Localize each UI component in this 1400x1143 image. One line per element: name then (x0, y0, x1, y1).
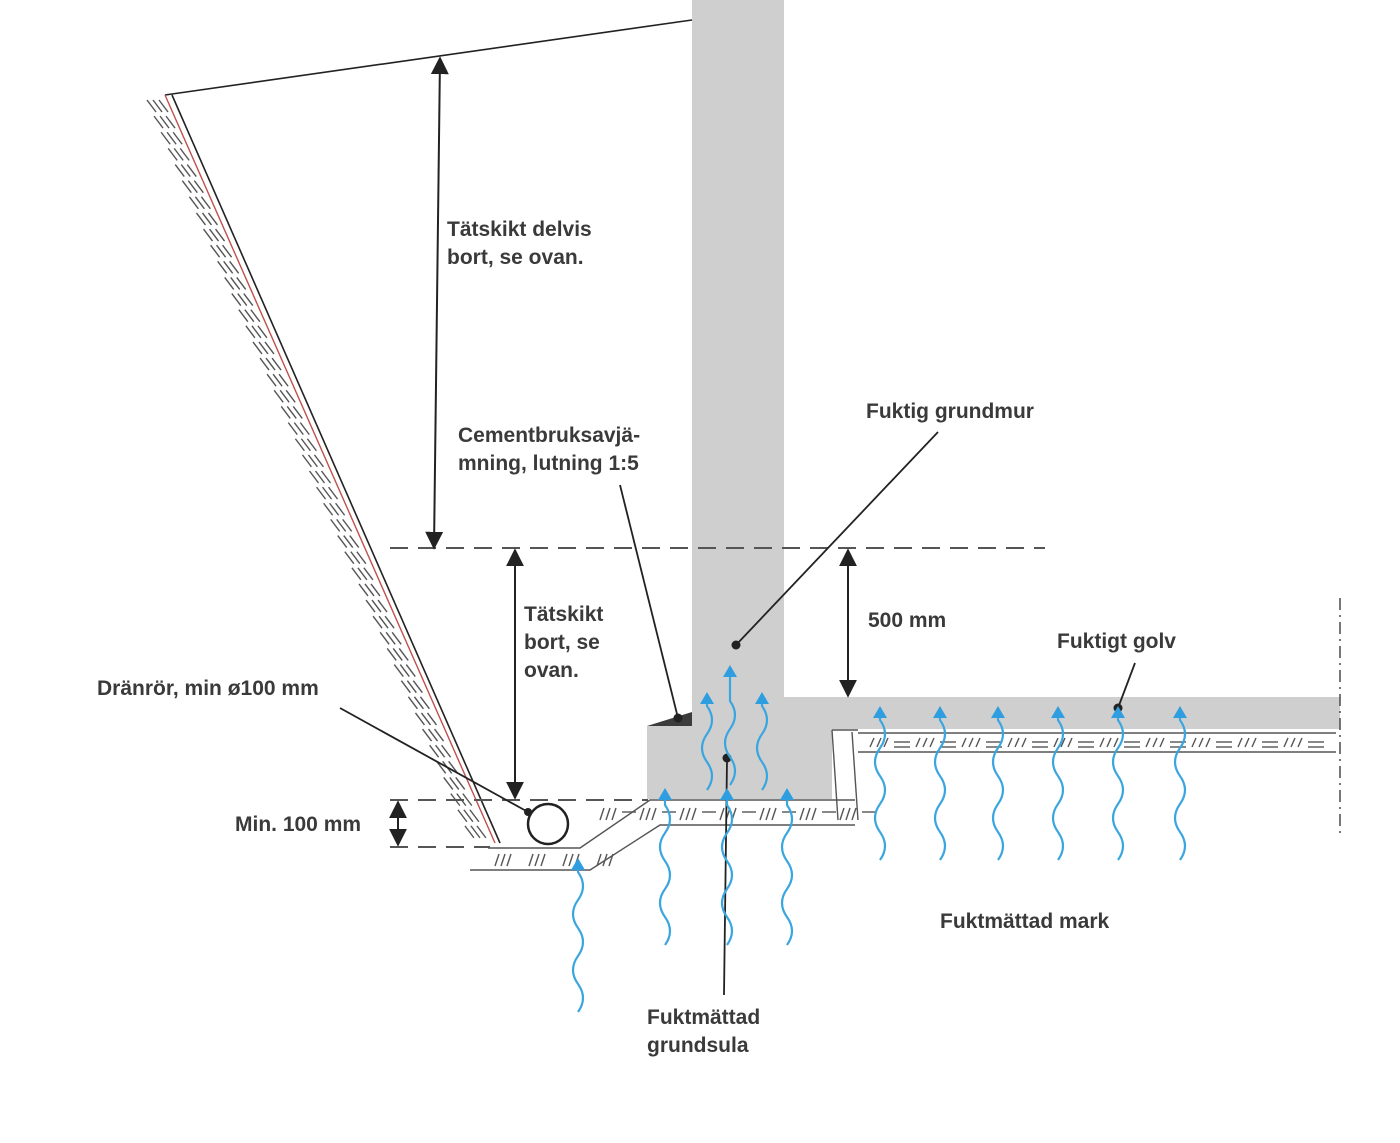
label-cement-2: mning, lutning 1:5 (458, 452, 639, 475)
label-dranror: Dränrör, min ø100 mm (97, 677, 319, 700)
label-fuktig-grundmur: Fuktig grundmur (866, 400, 1034, 423)
drain-pipe (526, 802, 570, 846)
foundation-wall (692, 0, 784, 730)
label-tatskikt-delvis-2: bort, se ovan. (447, 246, 584, 269)
label-tatskikt-bort-3: ovan. (524, 659, 579, 682)
dim-tatskikt-delvis (425, 56, 449, 550)
label-fuktmattad-mark: Fuktmättad mark (940, 910, 1110, 933)
moisture-arrows (571, 665, 1187, 1013)
backfill-slope (146, 19, 693, 844)
dimension-arrows (389, 56, 857, 847)
label-tatskikt-bort-1: Tätskikt (524, 603, 603, 626)
labels: Tätskikt delvis bort, se ovan. Cementbru… (97, 218, 1176, 1057)
label-fuktigt-golv: Fuktigt golv (1057, 630, 1176, 653)
label-cement-1: Cementbruksavjä- (458, 424, 640, 447)
label-fuktmattad-grundsula-2: grundsula (647, 1034, 749, 1057)
label-fuktmattad-grundsula-1: Fuktmättad (647, 1006, 760, 1029)
label-tatskikt-bort-2: bort, se (524, 631, 600, 654)
slope-hatching (146, 99, 487, 839)
concrete-structure (647, 0, 1340, 799)
reference-lines (390, 547, 1341, 848)
label-tatskikt-delvis-1: Tätskikt delvis (447, 218, 592, 241)
cement-fillet (647, 712, 692, 726)
label-500mm: 500 mm (868, 609, 946, 632)
footing (647, 726, 832, 799)
ground-hatching (470, 729, 1336, 871)
leader-lines (339, 431, 1136, 996)
label-min-100: Min. 100 mm (235, 813, 361, 836)
